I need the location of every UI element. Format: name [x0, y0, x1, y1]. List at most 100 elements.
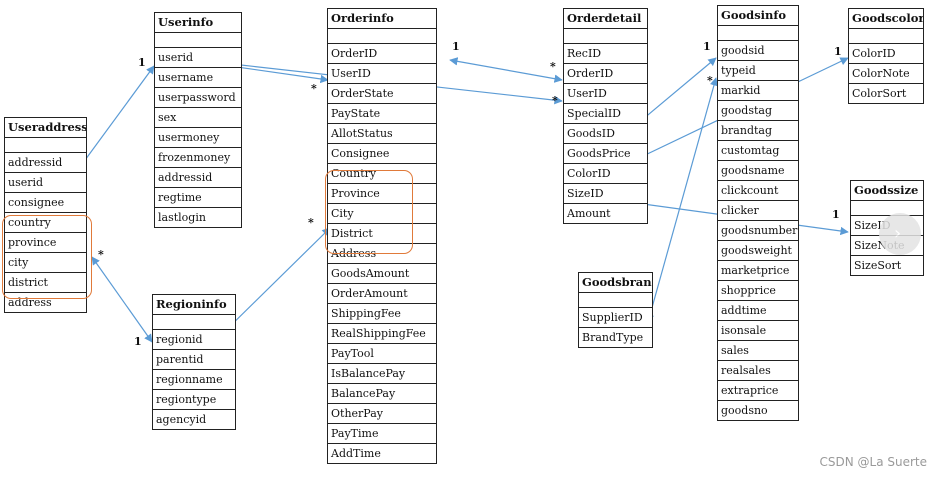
field-recid: RecID	[564, 44, 647, 64]
card-many: *	[308, 216, 314, 229]
field-specialid: SpecialID	[564, 104, 647, 124]
field-username: username	[155, 68, 241, 88]
table-regioninfo: Regioninfo regionid parentid regionname …	[152, 294, 236, 430]
field-brandtype: BrandType	[582, 331, 644, 344]
card-many: *	[552, 94, 558, 107]
field-isbalancepay: IsBalancePay	[328, 364, 436, 384]
field-district: District	[328, 224, 436, 244]
table-blank-row	[155, 33, 241, 48]
field-userid: UserID	[564, 84, 647, 104]
field-address: Address	[328, 244, 436, 264]
table-title: Goodsinfo	[718, 6, 798, 26]
table-title: Orderdetail	[564, 9, 647, 29]
table-blank-row	[328, 29, 436, 44]
field-frozenmoney: frozenmoney	[155, 148, 241, 168]
field-customtag: customtag	[718, 141, 798, 161]
card-many: *	[550, 60, 556, 73]
field-province: Province	[328, 184, 436, 204]
link-goodsbrand-goodsinfo	[645, 77, 719, 323]
field-orderamount: OrderAmount	[328, 284, 436, 304]
field-country: country	[5, 213, 86, 233]
table-title: Useraddress	[5, 118, 86, 138]
field-sex: sex	[155, 108, 241, 128]
card-one: 1	[452, 40, 460, 53]
field-colornote: ColorNote	[849, 64, 923, 84]
field-userid: UserID	[328, 64, 436, 84]
table-goodsinfo: Goodsinfo goodsid typeid markid goodstag…	[717, 5, 799, 421]
field-goodsid: goodsid	[718, 41, 798, 61]
field-parentid: parentid	[153, 350, 235, 370]
field-orderid: OrderID	[564, 64, 647, 84]
table-title: Userinfo	[155, 13, 241, 33]
field-consignee: Consignee	[328, 144, 436, 164]
field-agencyid: agencyid	[156, 413, 207, 426]
card-many: *	[707, 74, 713, 87]
field-amount: Amount	[567, 207, 611, 220]
field-supplierid: SupplierID	[579, 308, 652, 328]
table-blank-row	[579, 293, 652, 308]
field-regionname: regionname	[153, 370, 235, 390]
field-orderid: OrderID	[328, 44, 436, 64]
field-regiontype: regiontype	[153, 390, 235, 410]
field-address: address	[8, 296, 52, 309]
field-paystate: PayState	[328, 104, 436, 124]
table-blank-row	[718, 26, 798, 41]
field-goodsprice: GoodsPrice	[564, 144, 647, 164]
table-title: Goodssize	[851, 181, 923, 201]
field-addressid: addressid	[155, 168, 241, 188]
field-sizesort: SizeSort	[854, 259, 902, 272]
table-goodscolor: Goodscolor ColorID ColorNote ColorSort	[848, 8, 924, 104]
card-one: 1	[834, 45, 842, 58]
card-many: *	[311, 82, 317, 95]
field-typeid: typeid	[718, 61, 798, 81]
field-userpassword: userpassword	[155, 88, 241, 108]
table-title: Goodsbrand	[579, 273, 652, 293]
table-title: Orderinfo	[328, 9, 436, 29]
field-sales: sales	[718, 341, 798, 361]
field-userid: userid	[155, 48, 241, 68]
field-lastlogin: lastlogin	[158, 211, 206, 224]
field-regtime: regtime	[155, 188, 241, 208]
card-one: 1	[138, 56, 146, 69]
field-district: district	[5, 273, 86, 293]
field-goodsnumber: goodsnumber	[718, 221, 798, 241]
field-goodstag: goodstag	[718, 101, 798, 121]
table-blank-row	[153, 315, 235, 330]
field-realsales: realsales	[718, 361, 798, 381]
field-goodsweight: goodsweight	[718, 241, 798, 261]
field-sizeid: SizeID	[564, 184, 647, 204]
card-one: 1	[703, 40, 711, 53]
table-blank-row	[5, 138, 86, 153]
field-markid: markid	[718, 81, 798, 101]
field-allotstatus: AllotStatus	[328, 124, 436, 144]
link-orderinfo-orderdetail	[449, 57, 563, 83]
field-goodsamount: GoodsAmount	[328, 264, 436, 284]
table-orderdetail: Orderdetail RecID OrderID UserID Special…	[563, 8, 648, 224]
field-addressid: addressid	[5, 153, 86, 173]
field-addtime: addtime	[718, 301, 798, 321]
field-consignee: consignee	[5, 193, 86, 213]
field-extraprice: extraprice	[718, 381, 798, 401]
field-colorsort: ColorSort	[852, 87, 907, 100]
field-shopprice: shopprice	[718, 281, 798, 301]
field-usermoney: usermoney	[155, 128, 241, 148]
field-balancepay: BalancePay	[328, 384, 436, 404]
field-city: City	[328, 204, 436, 224]
table-title: Regioninfo	[153, 295, 235, 315]
field-userid: userid	[5, 173, 86, 193]
field-realshippingfee: RealShippingFee	[328, 324, 436, 344]
field-goodsname: goodsname	[718, 161, 798, 181]
field-goodsno: goodsno	[721, 404, 768, 417]
table-blank-row	[851, 201, 923, 216]
field-otherpay: OtherPay	[328, 404, 436, 424]
next-page-button[interactable]: ›	[879, 213, 921, 255]
table-userinfo: Userinfo userid username userpassword se…	[154, 12, 242, 228]
field-addtime: AddTime	[331, 447, 381, 460]
table-title: Goodscolor	[849, 9, 923, 29]
field-goodsid: GoodsID	[564, 124, 647, 144]
field-colorid: ColorID	[849, 44, 923, 64]
field-brandtag: brandtag	[718, 121, 798, 141]
table-blank-row	[564, 29, 647, 44]
watermark: CSDN @La Suerte	[819, 455, 927, 469]
field-isonsale: isonsale	[718, 321, 798, 341]
